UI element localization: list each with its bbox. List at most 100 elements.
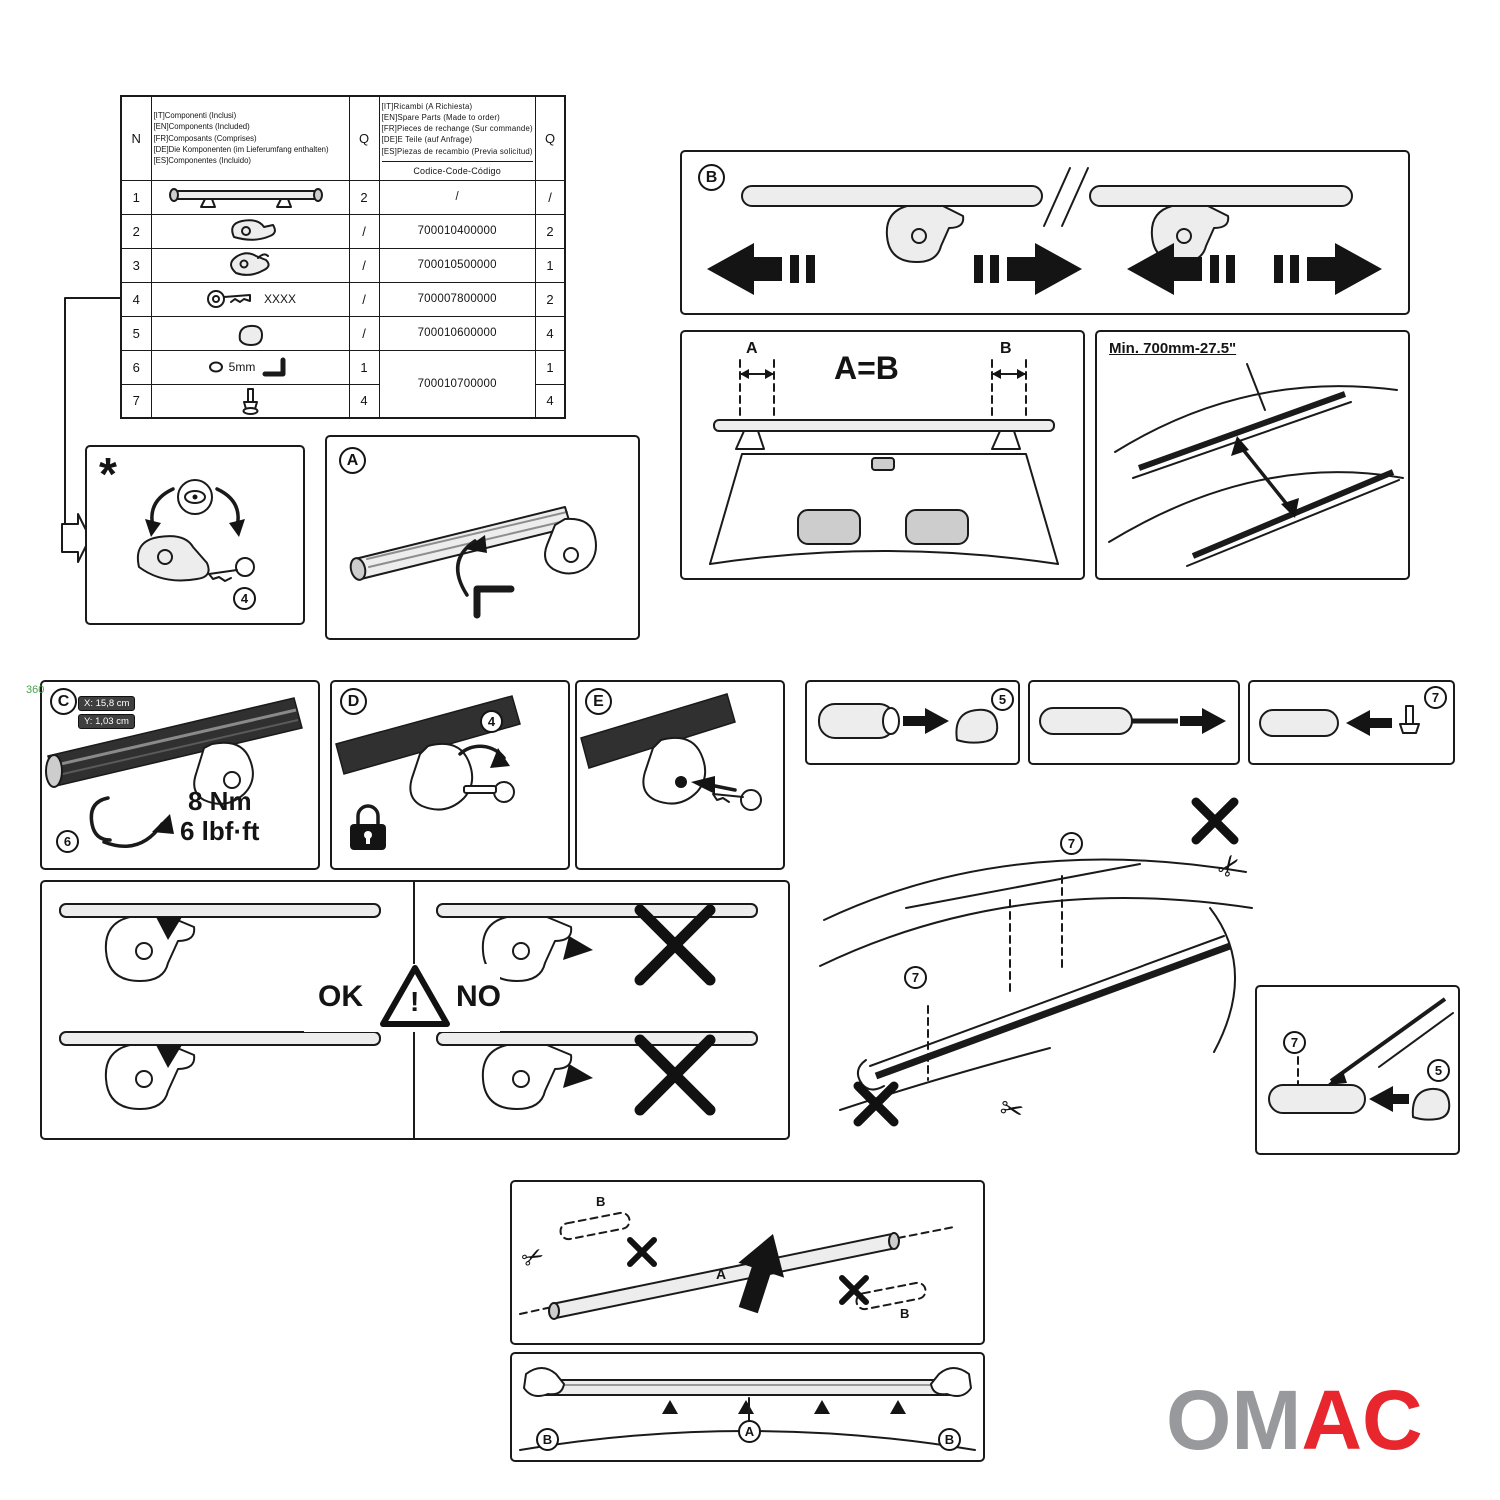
panel-place-bar: B A B xyxy=(510,1352,985,1462)
table-row: 7 4 4 xyxy=(120,383,566,419)
dim-a-label: A xyxy=(746,340,758,357)
qty-spare-cell: 1 xyxy=(534,247,566,283)
part-ref-7: 7 xyxy=(1283,1031,1306,1054)
lock-key-illustration xyxy=(335,695,521,850)
part-icon-cell xyxy=(150,179,350,215)
qty-included-cell: / xyxy=(348,281,380,317)
panel-corner-detail: 7 5 xyxy=(1255,985,1460,1155)
clamp-hook-icon xyxy=(230,252,270,276)
part-ref-5: 5 xyxy=(991,688,1014,711)
table-row: 1 2 / / xyxy=(120,179,566,215)
allen-key-icon xyxy=(262,357,286,377)
corner-detail-illustration xyxy=(1268,997,1454,1121)
qty-spare-cell: 4 xyxy=(534,315,566,351)
part-icon-cell xyxy=(150,315,350,351)
panel-ok-no: OK NO ! xyxy=(40,880,790,1140)
part-ref-4: 4 xyxy=(233,587,256,610)
logo-gray-part: OM xyxy=(1166,1373,1302,1467)
torque-lbf-label: 6 lbf·ft xyxy=(180,816,260,846)
part-number-cell: 1 xyxy=(120,179,152,215)
table-row: 4 XXXX / 700007800000 2 xyxy=(120,281,566,317)
part-icon-cell xyxy=(150,247,350,283)
spare-line-de: [DE]E Teile (auf Anfrage) xyxy=(381,135,473,145)
spare-line-es: [ES]Piezas de recambio (Previa solicitud… xyxy=(381,146,533,156)
bar-allen-key-illustration xyxy=(349,506,597,619)
panel-step-a: A xyxy=(325,435,640,640)
spare-line-it: [IT]Ricambi (A Richiesta) xyxy=(381,101,473,111)
spare-code-cell: 700010700000 xyxy=(378,349,536,419)
spare-code-cell: / xyxy=(378,179,536,215)
place-b-left-label: B xyxy=(536,1428,559,1451)
code-header: Codice-Code-Código xyxy=(381,160,533,176)
included-header-cell: [IT]Componenti (Inclusi) [EN]Components … xyxy=(150,95,350,181)
lift-b-left-label: B xyxy=(596,1194,606,1209)
key-icon xyxy=(206,290,251,308)
spare-code-cell: 700010500000 xyxy=(378,247,536,283)
key-code-label: XXXX xyxy=(263,292,296,306)
t-bolt-icon xyxy=(242,387,259,415)
table-row: 2 / 700010400000 2 xyxy=(120,213,566,249)
part-ref-7: 7 xyxy=(1424,686,1447,709)
torque-nm-label: 8 Nm xyxy=(188,786,252,816)
spare-code-cell: 700010600000 xyxy=(378,315,536,351)
part-ref-5: 5 xyxy=(1427,1059,1450,1082)
panel-centering: A B A=B xyxy=(680,330,1085,580)
parts-table-wrap: N [IT]Componenti (Inclusi) [EN]Component… xyxy=(120,95,567,419)
place-bar-illustration xyxy=(519,1367,976,1451)
end-cap-icon xyxy=(238,324,263,346)
included-line-fr: [FR]Composants (Comprises) xyxy=(153,133,257,143)
lift-a-label: A xyxy=(716,1266,727,1282)
step-c-label: C xyxy=(50,688,77,715)
panel-key-orientation: * 4 xyxy=(85,445,305,625)
qty-spare-cell: 4 xyxy=(534,383,566,419)
part-icon-cell xyxy=(150,383,350,419)
table-header-row: N [IT]Componenti (Inclusi) [EN]Component… xyxy=(120,95,566,181)
ok-no-illustration xyxy=(59,882,758,1138)
step-d-label: D xyxy=(340,688,367,715)
no-label: NO xyxy=(456,980,501,1013)
dim-b-label: B xyxy=(1000,340,1012,357)
table-row: 6 5mm 1 700010700000 1 xyxy=(120,349,566,419)
qty-included-cell: / xyxy=(348,315,380,351)
panel-rod-step xyxy=(1028,680,1240,765)
table-row: 3 / 700010500000 1 xyxy=(120,247,566,283)
parts-table: N [IT]Componenti (Inclusi) [EN]Component… xyxy=(120,95,567,419)
place-b-right-label: B xyxy=(938,1428,961,1451)
part-ref-6: 6 xyxy=(56,830,79,853)
panel-step-c: C X: 15,8 cm Y: 1,03 cm 8 Nm 6 lbf·ft 6 xyxy=(40,680,320,870)
spare-code-cell: 700010400000 xyxy=(378,213,536,249)
rod-slide-illustration xyxy=(1039,707,1226,735)
equation-label: A=B xyxy=(834,350,899,386)
x-dimension-label: X: 15,8 cm xyxy=(78,696,136,711)
qty-included-cell: 4 xyxy=(348,383,380,419)
included-line-de: [DE]Die Komponenten (im Lieferumfang ent… xyxy=(153,144,329,154)
allen-size-label: 5mm xyxy=(228,360,256,374)
part-icon-cell: 5mm xyxy=(150,349,350,385)
lift-bar-illustration xyxy=(519,1211,955,1320)
qty-spare-cell: 1 xyxy=(534,349,566,385)
qty-spare-cell: / xyxy=(534,179,566,215)
included-line-en: [EN]Components (Included) xyxy=(153,122,250,132)
part-ref-4: 4 xyxy=(480,710,503,733)
spare-header-cell: [IT]Ricambi (A Richiesta) [EN]Spare Part… xyxy=(378,95,536,181)
qty-included-cell: / xyxy=(348,213,380,249)
cross-bar-icon xyxy=(169,188,323,208)
qty-spare-cell: 2 xyxy=(534,281,566,317)
panel-lift-bar: A B B ✂ xyxy=(510,1180,985,1345)
qty-included-cell: 2 xyxy=(348,179,380,215)
watermark: 360 xyxy=(26,684,45,696)
spare-code-cell: 700007800000 xyxy=(378,281,536,317)
qty-spare-cell: 2 xyxy=(534,213,566,249)
qty-included-cell: / xyxy=(348,247,380,283)
table-row: 5 / 700010600000 4 xyxy=(120,315,566,351)
clamp-cover-icon xyxy=(231,219,276,241)
omac-logo: OMAC xyxy=(1166,1372,1423,1469)
part-icon-cell xyxy=(150,213,350,249)
y-dimension-label: Y: 1,03 cm xyxy=(78,714,135,729)
part-number-cell: 4 xyxy=(120,281,152,317)
key-insert-illustration xyxy=(580,693,762,811)
part-icon-cell: XXXX xyxy=(150,281,350,317)
ok-label: OK xyxy=(318,980,363,1013)
lift-b-right-label: B xyxy=(900,1306,910,1321)
